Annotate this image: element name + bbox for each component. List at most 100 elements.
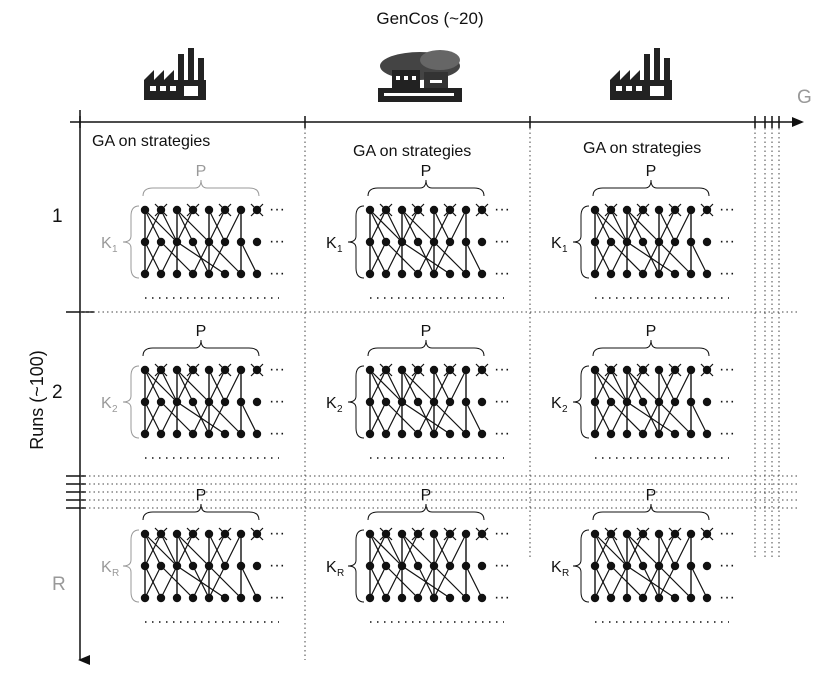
- k-brace: [122, 205, 140, 279]
- population-node: [397, 269, 407, 279]
- population-node: [622, 365, 632, 375]
- link: [144, 369, 178, 403]
- ellipsis: ···: [494, 361, 510, 378]
- cross-mark: [411, 363, 425, 377]
- link: [594, 369, 628, 403]
- link: [433, 369, 451, 403]
- population-node: [413, 237, 423, 247]
- population-node: [606, 429, 616, 439]
- population-node: [413, 429, 423, 439]
- population-node: [140, 269, 150, 279]
- population-node: [429, 529, 439, 539]
- population-node: [654, 365, 664, 375]
- population-node: [381, 429, 391, 439]
- k-label: K: [551, 559, 562, 576]
- link: [465, 565, 483, 599]
- link: [658, 565, 692, 599]
- cross-mark: [250, 363, 264, 377]
- population-node: [156, 593, 166, 603]
- grid-lines: [80, 128, 800, 660]
- link: [160, 533, 178, 567]
- factory-icon: [610, 48, 672, 100]
- link: [594, 241, 612, 275]
- k-brace: [572, 365, 590, 439]
- link: [401, 565, 451, 599]
- link: [626, 533, 644, 567]
- link: [658, 401, 676, 435]
- population-node: [429, 269, 439, 279]
- population-node: [686, 397, 696, 407]
- cross-mark: [218, 363, 232, 377]
- link: [144, 209, 178, 243]
- link: [208, 209, 226, 243]
- cross-mark: [668, 363, 682, 377]
- population-node: [236, 397, 246, 407]
- population-node: [702, 429, 712, 439]
- ga-label: GA on strategies: [92, 133, 210, 150]
- population-node: [445, 561, 455, 571]
- population-node: [622, 529, 632, 539]
- link: [160, 401, 178, 435]
- link: [176, 533, 210, 567]
- p-brace: [142, 339, 260, 357]
- ellipsis: ···: [269, 361, 285, 378]
- population-node: [702, 593, 712, 603]
- cross-mark: [636, 363, 650, 377]
- k-brace: [122, 365, 140, 439]
- population-node: [172, 205, 182, 215]
- population-node: [702, 561, 712, 571]
- link: [626, 241, 676, 275]
- population-node: [397, 397, 407, 407]
- cross-mark: [154, 527, 168, 541]
- link: [160, 369, 178, 403]
- population-node: [670, 269, 680, 279]
- link: [610, 241, 644, 275]
- link: [240, 241, 258, 275]
- population-node: [381, 561, 391, 571]
- link: [240, 565, 258, 599]
- link: [433, 209, 451, 243]
- population-node: [140, 237, 150, 247]
- link: [594, 565, 612, 599]
- ellipsis: ···: [494, 557, 510, 574]
- link: [433, 241, 451, 275]
- cross-mark: [411, 527, 425, 541]
- population-node: [622, 397, 632, 407]
- link: [449, 533, 467, 567]
- population-node: [252, 429, 262, 439]
- population-node: [686, 561, 696, 571]
- link: [208, 241, 242, 275]
- cross-mark: [218, 203, 232, 217]
- k-label: K: [551, 235, 562, 252]
- link: [401, 369, 419, 403]
- population-node: [461, 237, 471, 247]
- population-node: [461, 529, 471, 539]
- k-subscript: R: [337, 568, 344, 579]
- population-node: [686, 205, 696, 215]
- population-node: [702, 269, 712, 279]
- population-node: [429, 237, 439, 247]
- population-node: [590, 593, 600, 603]
- population-node: [622, 429, 632, 439]
- population-node: [204, 429, 214, 439]
- link: [433, 533, 451, 567]
- population-node: [188, 429, 198, 439]
- cross-mark: [604, 363, 618, 377]
- cross-mark: [443, 363, 457, 377]
- population-node: [236, 365, 246, 375]
- ellipsis: ···: [269, 233, 285, 250]
- cross-mark: [154, 363, 168, 377]
- population-node: [156, 237, 166, 247]
- cross-mark: [475, 527, 489, 541]
- population-node: [461, 561, 471, 571]
- link: [176, 401, 226, 435]
- link: [224, 533, 242, 567]
- link: [224, 209, 242, 243]
- k-label: K: [101, 235, 112, 252]
- p-brace: [367, 503, 485, 521]
- link: [674, 369, 692, 403]
- population-node: [445, 269, 455, 279]
- population-node: [365, 561, 375, 571]
